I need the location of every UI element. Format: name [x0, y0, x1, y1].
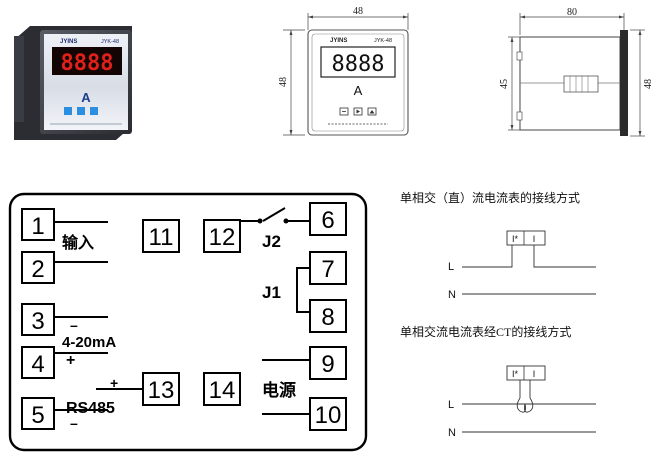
front-unit: A: [354, 83, 363, 98]
wiring-direct-n-label: N: [448, 289, 456, 301]
wiring-direct-terminal-a: I*: [512, 234, 519, 244]
wiring-direct-l-label: L: [448, 261, 454, 273]
terminal-2-number: 2: [31, 256, 44, 283]
side-clip: [563, 75, 599, 93]
terminal-13-number: 13: [148, 377, 175, 404]
front-display-digits: 8888: [332, 52, 385, 77]
wiring-ct-terminal-block: [506, 365, 546, 381]
terminal-14: [203, 372, 241, 406]
label-relay2: J2: [262, 232, 281, 251]
wiring-direct-l-out: [533, 245, 596, 268]
terminal-10-number: 10: [315, 402, 342, 429]
wiring-direct-title: 单相交（直）流电流表的接线方式: [400, 190, 580, 205]
terminal-7: [309, 251, 347, 285]
wiring-ct-coil: [516, 397, 534, 413]
label-minus-5: –: [70, 415, 78, 431]
front-brand: JYINS: [330, 38, 347, 44]
label-input: 输入: [62, 233, 94, 252]
terminal-6-number: 6: [321, 207, 334, 234]
label-minus-3: –: [70, 317, 78, 333]
front-view-drawing: 48 48 JYINS JYK-48 8888 A: [278, 6, 409, 136]
wiring-ct-terminal-a: I*: [512, 369, 519, 379]
terminal-10: [309, 397, 347, 431]
terminal-diagram: 1 2 3 4 5 11 12 13 14 6 7 8 9 10: [8, 192, 368, 452]
terminal-11: [142, 219, 180, 253]
label-power: 电源: [262, 380, 296, 400]
terminal-1-number: 1: [31, 213, 44, 240]
meter-photo: JYINS JYK-48 8888 A: [14, 26, 132, 140]
photo-brand: JYINS: [60, 39, 77, 45]
wiring-direct: 单相交（直）流电流表的接线方式 I* I L N: [400, 190, 596, 301]
front-display: [320, 46, 396, 78]
terminal-13: [142, 372, 180, 406]
wiring-direct-terminal-b: I: [533, 234, 536, 244]
terminal-outline: [8, 192, 368, 452]
terminal-5-number: 5: [31, 402, 44, 429]
terminal-14-number: 14: [209, 377, 236, 404]
terminal-1: [21, 208, 55, 241]
side-body: [519, 36, 621, 131]
terminal-12-number: 12: [209, 224, 236, 251]
wiring-ct-n-label: N: [448, 427, 456, 439]
label-current-range: 4-20mA: [62, 334, 116, 351]
terminal-4-number: 4: [31, 351, 44, 378]
relay1-contact: [296, 267, 310, 313]
front-width-dim: 48: [353, 6, 363, 17]
relay2-contact: [262, 207, 286, 222]
side-face-dim: 48: [643, 79, 654, 89]
wiring-direct-l-in: [462, 245, 513, 268]
label-plus-4: +: [66, 352, 75, 369]
photo-led-window: [52, 47, 122, 75]
photo-button-3: [90, 107, 98, 115]
terminal-5: [21, 397, 55, 430]
wiring-ct-l-label: L: [448, 399, 454, 411]
front-model: JYK-48: [374, 38, 392, 44]
terminal-7-number: 7: [321, 256, 334, 283]
side-body-dim: 45: [499, 79, 510, 89]
photo-led-digits: 8888: [61, 51, 114, 76]
wiring-ct-title: 单相交流电流表经CT的接线方式: [400, 324, 571, 339]
side-depth-dim: 80: [567, 7, 577, 18]
terminal-4: [21, 346, 55, 379]
terminal-2: [21, 251, 55, 284]
wiring-ct: 单相交流电流表经CT的接线方式 I* I L N: [400, 324, 596, 439]
label-rs485: RS485: [66, 400, 115, 417]
photo-button-1: [64, 107, 72, 115]
label-relay1: J1: [262, 283, 281, 302]
terminal-11-number: 11: [149, 224, 174, 251]
label-plus-13: +: [110, 375, 118, 391]
photo-unit: A: [81, 90, 91, 105]
wiring-direct-terminal-block: [506, 230, 546, 246]
terminal-9-number: 9: [321, 351, 334, 378]
photo-button-2: [77, 107, 85, 115]
terminal-9: [309, 346, 347, 380]
photo-model: JYK-48: [101, 39, 119, 45]
side-view-drawing: 80 45 48: [499, 7, 654, 137]
front-height-dim: 48: [278, 77, 289, 87]
terminal-12: [203, 219, 241, 253]
terminal-8-number: 8: [321, 304, 334, 331]
terminal-8: [309, 299, 347, 333]
terminal-3: [21, 303, 55, 336]
side-front-panel: [620, 30, 628, 136]
terminal-6: [309, 202, 347, 236]
terminal-3-number: 3: [31, 308, 44, 335]
wiring-ct-terminal-b: I: [533, 369, 536, 379]
